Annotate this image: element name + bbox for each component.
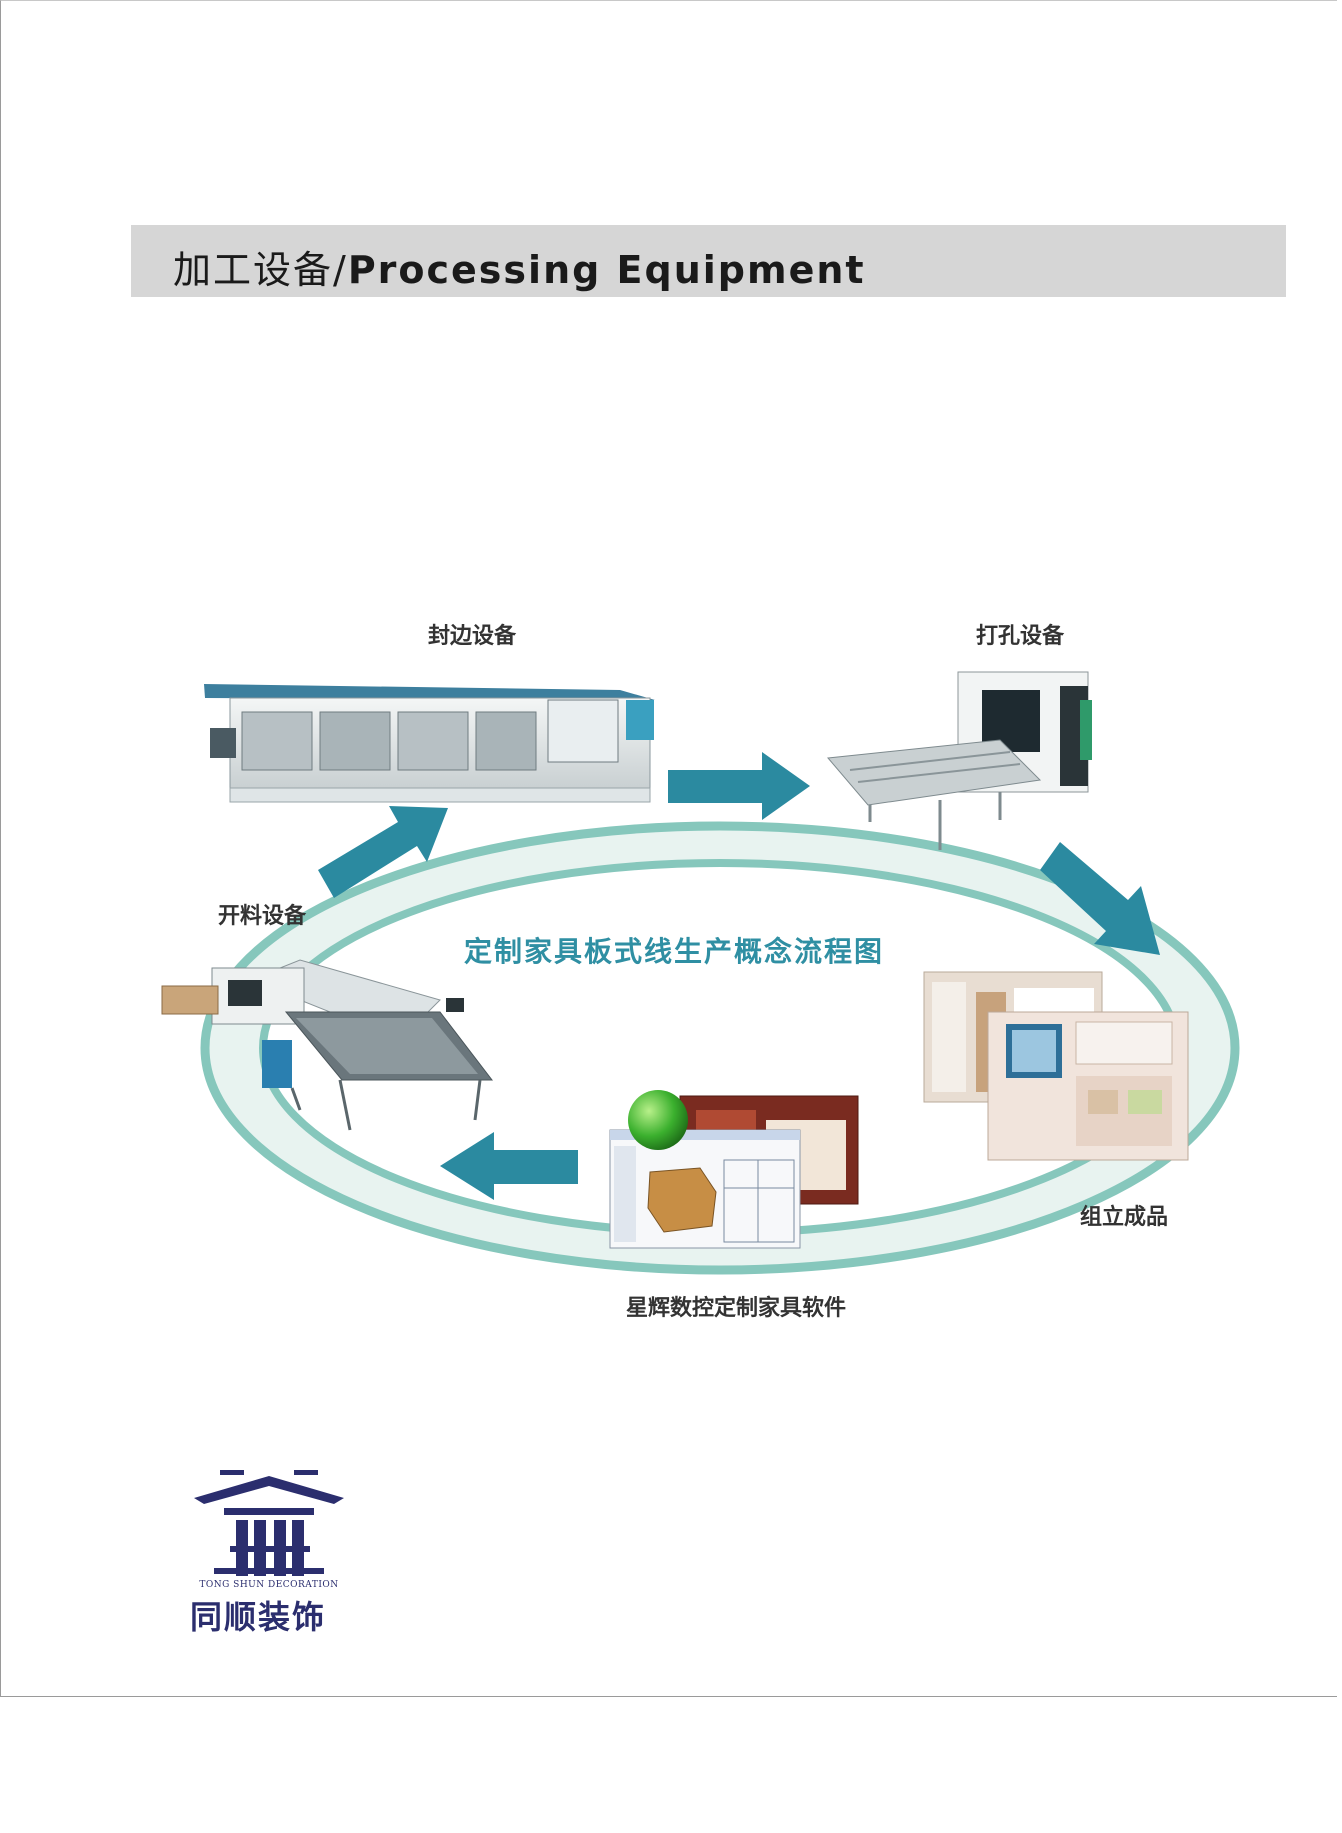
logo-name-en: TONG SHUN DECORATION [199,1580,339,1590]
label-drilling: 打孔设备 [976,624,1065,649]
label-software: 星辉数控定制家具软件 [626,1296,847,1321]
label-edge-banding: 封边设备 [428,624,517,649]
flow-arrow-top [668,752,810,820]
label-cutting: 开料设备 [218,904,307,929]
section-title: 加工设备/Processing Equipment [173,239,866,294]
label-assembly: 组立成品 [1080,1205,1169,1230]
drilling-machine-image [827,671,1092,850]
section-header: 加工设备/Processing Equipment [131,225,1286,297]
flow-arrow-bottom [440,1132,578,1200]
page-frame [0,0,1337,1697]
section-title-cn: 加工设备/ [173,248,348,292]
logo-name-cn: 同顺装饰 [190,1598,327,1636]
assembled-furniture-image [923,971,1189,1161]
diagram-center-title: 定制家具板式线生产概念流程图 [464,935,885,968]
company-logo: TONG SHUN DECORATION 同顺装饰 [184,1468,354,1636]
software-screenshot-image [609,1090,859,1249]
section-title-en: Processing Equipment [347,248,866,292]
edge-banding-machine-image [204,684,655,803]
flow-arrow-upper-right [1040,842,1160,955]
cutting-machine-image [161,959,494,1131]
logo-emblem-icon [194,1470,344,1576]
flow-arrow-upper-left [318,806,448,898]
